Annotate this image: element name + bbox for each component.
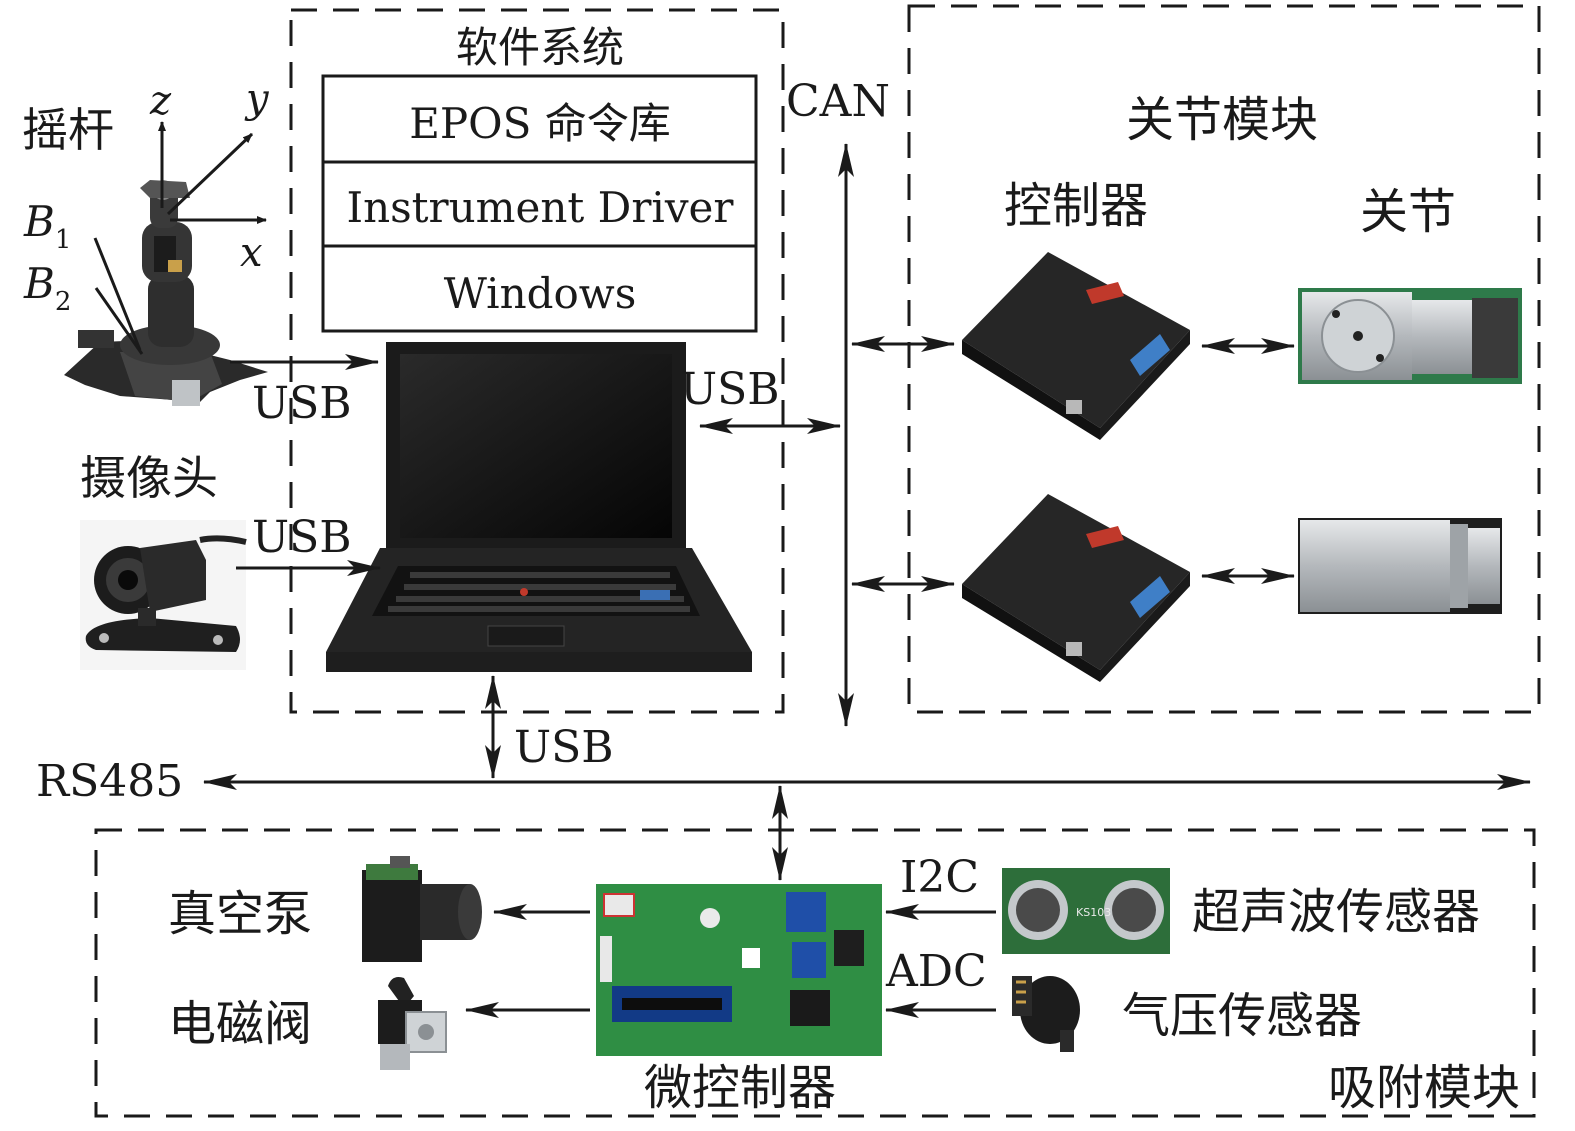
vacuum-pump-label: 真空泵 (168, 886, 312, 942)
layer-instrument-driver: Instrument Driver (346, 183, 734, 232)
joystick-icon (64, 180, 268, 406)
pressure-sensor-icon (1012, 976, 1080, 1052)
axis-z-label: z (149, 78, 172, 124)
microcontroller-board-icon (596, 884, 882, 1056)
rs485-label: RS485 (36, 756, 183, 807)
layer-epos-command-lib: EPOS 命令库 (409, 99, 670, 148)
software-system-title: 软件系统 (456, 23, 624, 72)
ultrasonic-board-text: KS103 (1076, 906, 1111, 919)
ultrasonic-sensor-label: 超声波传感器 (1192, 884, 1480, 940)
joint-motor-icon (1298, 518, 1502, 614)
usb-rs485-label: USB (514, 722, 614, 773)
camera-title: 摄像头 (80, 451, 218, 505)
usb-camera-label: USB (252, 512, 352, 563)
button-b1-label: B1 (23, 197, 71, 255)
joystick-title: 摇杆 (22, 103, 114, 157)
software-layer-stack: EPOS 命令库 Instrument Driver Windows (323, 76, 756, 331)
joint-column-label: 关节 (1360, 184, 1456, 240)
axis-x-label: x (240, 230, 263, 276)
joint-motor-icon (1298, 288, 1522, 384)
controller-column-label: 控制器 (1004, 178, 1148, 234)
pressure-sensor-label: 气压传感器 (1122, 988, 1362, 1044)
usb-joystick-label: USB (252, 378, 352, 429)
solenoid-valve-icon (378, 977, 446, 1070)
epos-controller-icon (962, 494, 1190, 682)
adc-label: ADC (885, 946, 987, 997)
i2c-label: I2C (900, 852, 979, 903)
can-label: CAN (786, 76, 890, 127)
suction-module-title: 吸附模块 (1328, 1060, 1520, 1116)
vacuum-pump-icon (362, 856, 482, 962)
microcontroller-label: 微控制器 (644, 1060, 836, 1116)
axis-y-label: y (244, 76, 270, 122)
usb-can-label: USB (680, 364, 780, 415)
camera-icon (80, 520, 246, 670)
joint-module-title: 关节模块 (1126, 92, 1318, 148)
button-b2-label: B2 (23, 259, 71, 317)
layer-windows: Windows (444, 269, 637, 318)
solenoid-valve-label: 电磁阀 (168, 996, 312, 1052)
epos-controller-icon (962, 252, 1190, 440)
ultrasonic-sensor-icon: KS103 (1002, 868, 1170, 954)
